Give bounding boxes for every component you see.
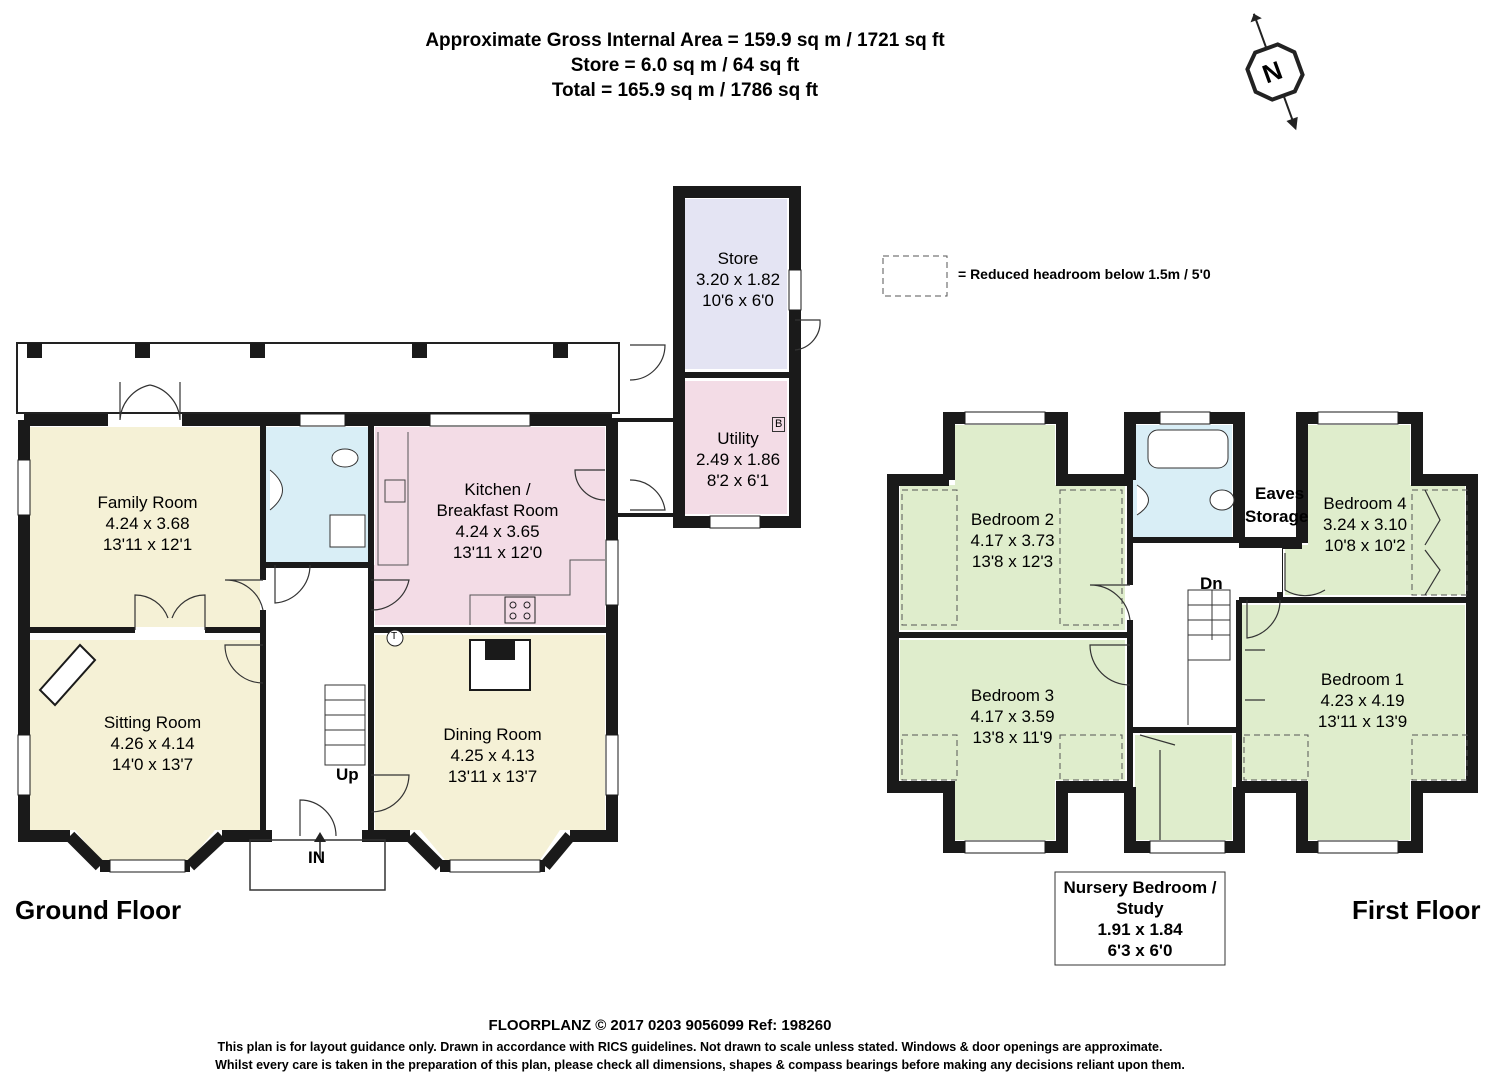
compass-icon: [1245, 13, 1305, 131]
dining-room-area: [375, 635, 605, 860]
bedroom-4-name: Bedroom 4: [1323, 494, 1407, 513]
hob-icon: [504, 596, 536, 624]
boiler-label: B: [772, 417, 786, 432]
footer-disclaimer-2: Whilst every care is taken in the prepar…: [215, 1058, 1185, 1072]
kitchen-name: Kitchen /: [464, 480, 531, 499]
tank-label: T: [391, 631, 398, 642]
store-label: Store 3.20 x 1.82 10'6 x 6'0: [688, 248, 788, 311]
ground-floor-plan: [16, 186, 821, 891]
first-floor-plan: [882, 255, 1478, 966]
bedroom-3-area: [900, 640, 1125, 840]
rear-canopy: [16, 342, 620, 414]
nursery-name-line2: Study: [1116, 899, 1164, 918]
family-room-name: Family Room: [97, 493, 198, 512]
bedroom-3-metric: 4.17 x 3.59: [970, 707, 1055, 726]
bedroom-3-imperial: 13'8 x 11'9: [972, 728, 1053, 747]
bedroom-1-name: Bedroom 1: [1320, 670, 1405, 689]
bedroom-3-name: Bedroom 3: [970, 686, 1055, 705]
dining-room-imperial: 13'11 x 13'7: [447, 767, 538, 786]
sitting-room-metric: 4.26 x 4.14: [110, 734, 195, 753]
legend-headroom-text: = Reduced headroom below 1.5m / 5'0: [958, 266, 1211, 282]
stairs-down-label: Dn: [1200, 574, 1223, 593]
eaves-label: Eaves: [1255, 484, 1305, 503]
kitchen-name-line2: Breakfast Room: [436, 501, 559, 520]
utility-label: Utility 2.49 x 1.86 8'2 x 6'1: [688, 428, 788, 491]
entrance-label: IN: [308, 848, 325, 867]
nursery-label: Nursery Bedroom / Study 1.91 x 1.84 6'3 …: [1055, 877, 1225, 961]
nursery-imperial: 6'3 x 6'0: [1107, 941, 1173, 960]
bedroom-2-imperial: 13'8 x 12'3: [971, 552, 1054, 571]
storage-label: Storage: [1245, 507, 1309, 526]
store-area-text: Store = 6.0 sq m / 64 sq ft: [570, 55, 800, 76]
total-area-text: Total = 165.9 sq m / 1786 sq ft: [551, 80, 819, 101]
legend-headroom-swatch: [882, 255, 948, 297]
toilet-icon: [331, 448, 359, 468]
nursery-name: Nursery Bedroom /: [1063, 878, 1217, 897]
kitchen-area: [368, 427, 605, 625]
bedroom-4-imperial: 10'8 x 10'2: [1324, 536, 1406, 555]
bedroom-1-metric: 4.23 x 4.19: [1320, 691, 1405, 710]
bedroom-4-area: [1285, 425, 1465, 595]
kitchen-imperial: 13'11 x 12'0: [452, 543, 543, 562]
bedroom-2-label: Bedroom 2 4.17 x 3.73 13'8 x 12'3: [925, 509, 1100, 572]
bedroom-4-label: Bedroom 4 3.24 x 3.10 10'8 x 10'2: [1310, 493, 1420, 556]
footer-company: FLOORPLANZ © 2017 0203 9056099 Ref: 1982…: [488, 1017, 832, 1034]
store-metric: 3.20 x 1.82: [695, 270, 781, 289]
tank-icon: [386, 629, 404, 647]
nursery-area: [1135, 735, 1232, 840]
family-room-metric: 4.24 x 3.68: [105, 514, 190, 533]
bedroom-1-label: Bedroom 1 4.23 x 4.19 13'11 x 13'9: [1275, 669, 1450, 732]
utility-imperial: 8'2 x 6'1: [706, 471, 770, 490]
family-room-label: Family Room 4.24 x 3.68 13'11 x 12'1: [60, 492, 235, 555]
sitting-room-name: Sitting Room: [103, 713, 202, 732]
dining-room-metric: 4.25 x 4.13: [450, 746, 535, 765]
store-imperial: 10'6 x 6'0: [702, 291, 774, 310]
ground-floor-title: Ground Floor: [15, 895, 182, 925]
bedroom-1-imperial: 13'11 x 13'9: [1317, 712, 1408, 731]
bedroom-2-metric: 4.17 x 3.73: [970, 531, 1055, 550]
kitchen-metric: 4.24 x 3.65: [455, 522, 540, 541]
family-room-imperial: 13'11 x 12'1: [102, 535, 193, 554]
gross-area-text: Approximate Gross Internal Area = 159.9 …: [425, 30, 945, 51]
store-name: Store: [717, 249, 759, 268]
shower-icon: [329, 514, 366, 548]
utility-area: [685, 381, 787, 514]
utility-metric: 2.49 x 1.86: [695, 450, 781, 469]
sitting-room-imperial: 14'0 x 13'7: [111, 755, 194, 774]
family-room-area: [30, 427, 260, 627]
stairs-up-label: Up: [336, 765, 359, 784]
bedroom-2-name: Bedroom 2: [970, 510, 1055, 529]
bedroom-3-label: Bedroom 3 4.17 x 3.59 13'8 x 11'9: [925, 685, 1100, 748]
footer-disclaimer-1: This plan is for layout guidance only. D…: [217, 1040, 1163, 1054]
nursery-label-box: [1054, 871, 1226, 966]
sitting-room-label: Sitting Room 4.26 x 4.14 14'0 x 13'7: [65, 712, 240, 775]
nursery-metric: 1.91 x 1.84: [1097, 920, 1183, 939]
bedroom-1-area: [1240, 605, 1465, 840]
dining-room-name: Dining Room: [443, 725, 542, 744]
utility-name: Utility: [717, 429, 759, 448]
bath-icon: [1147, 429, 1229, 469]
bedroom-4-metric: 3.24 x 3.10: [1322, 515, 1408, 534]
bedroom-2-area: [900, 425, 1125, 630]
store-area: [685, 199, 787, 369]
first-floor-title: First Floor: [1352, 895, 1481, 925]
kitchen-label: Kitchen / Breakfast Room 4.24 x 3.65 13'…: [410, 479, 585, 563]
sitting-room-area: [30, 640, 260, 860]
dining-room-label: Dining Room 4.25 x 4.13 13'11 x 13'7: [405, 724, 580, 787]
